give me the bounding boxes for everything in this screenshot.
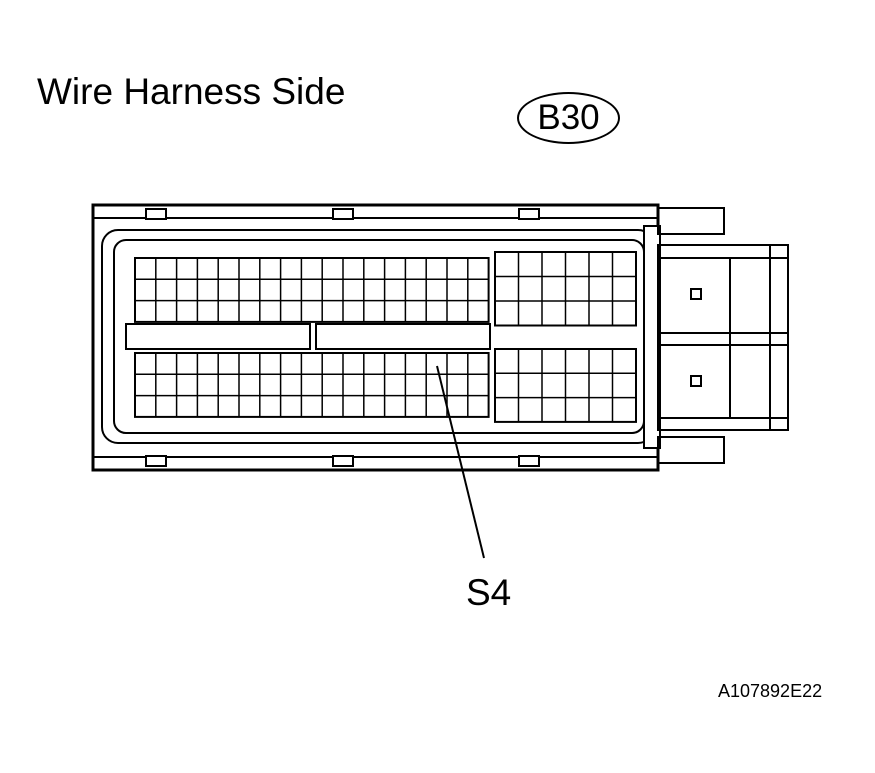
housing-tab	[518, 455, 540, 467]
pin-grid-lower-left	[134, 352, 490, 418]
housing-tab	[145, 208, 167, 220]
pin-grid-upper-left	[134, 257, 490, 323]
separator-bar	[315, 323, 491, 350]
connector-housing	[91, 203, 660, 472]
terminal-label: S4	[466, 572, 512, 613]
connector-id-badge: B30	[517, 92, 620, 144]
terminal-cavity	[101, 229, 655, 444]
diagram-title: Wire Harness Side	[37, 71, 346, 112]
housing-tab	[332, 208, 354, 220]
leader-line	[436, 365, 485, 559]
lock-window	[690, 375, 702, 387]
lock-window	[690, 288, 702, 300]
housing-tab	[145, 455, 167, 467]
figure-code: A107892E22	[718, 681, 823, 701]
separator-bar	[125, 323, 311, 350]
housing-tab	[332, 455, 354, 467]
housing-tab	[518, 208, 540, 220]
lock-lever-body	[657, 244, 789, 431]
lock-lever	[643, 225, 661, 449]
